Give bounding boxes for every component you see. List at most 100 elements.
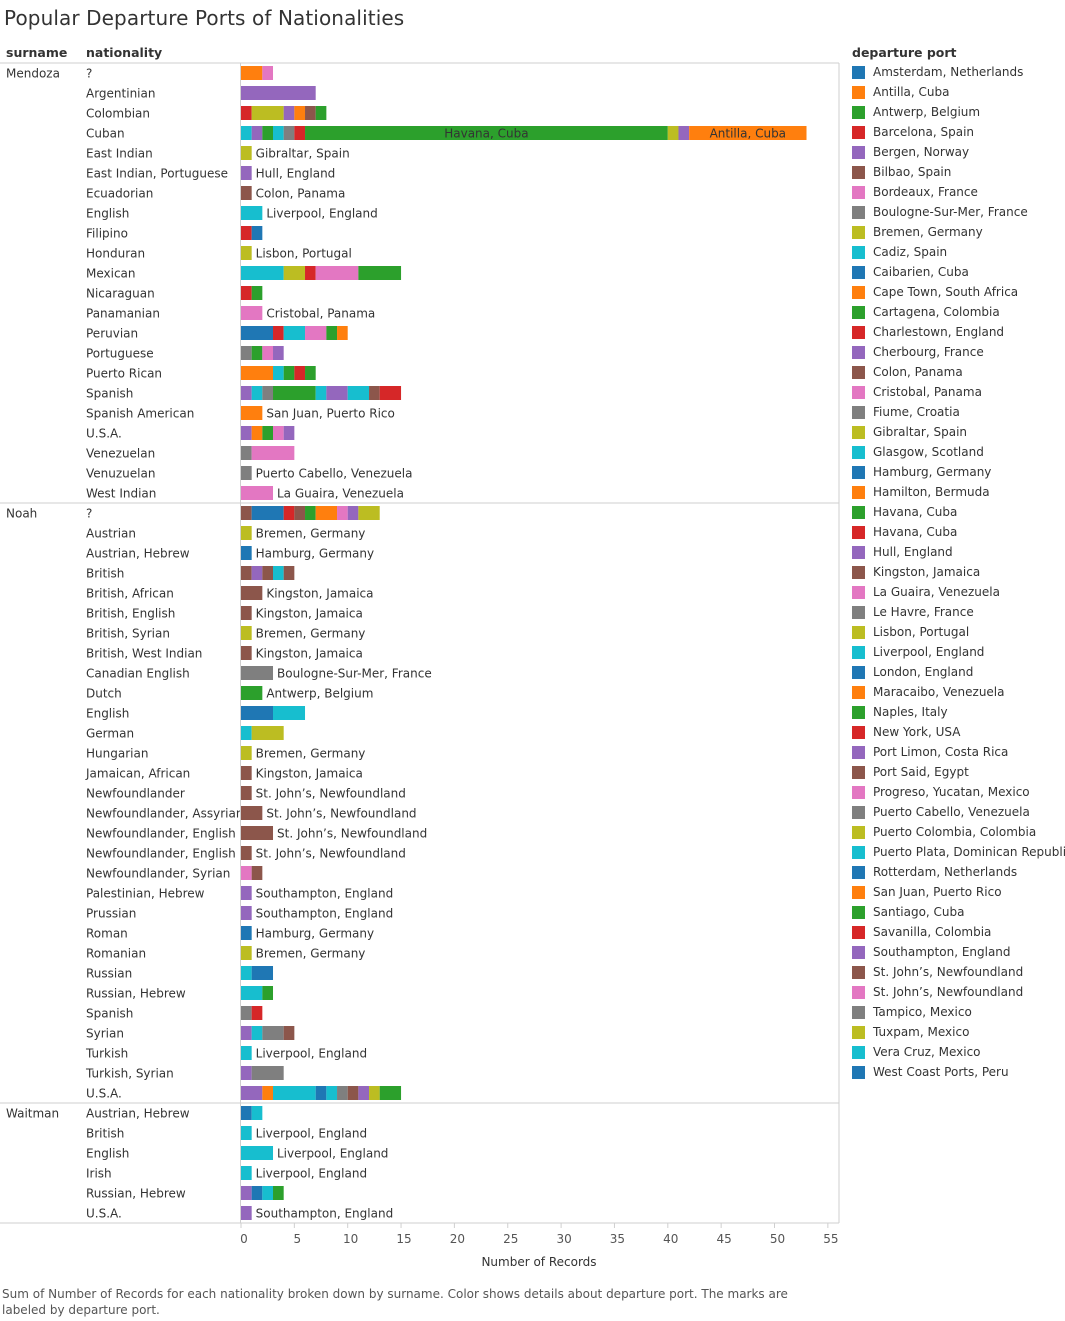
- nationality-header[interactable]: nationality: [86, 45, 163, 60]
- legend-item[interactable]: Progreso, Yucatan, Mexico: [852, 782, 1065, 802]
- legend-item[interactable]: Bremen, Germany: [852, 222, 1065, 242]
- legend-label: Antwerp, Belgium: [873, 105, 981, 119]
- legend-item[interactable]: Antwerp, Belgium: [852, 102, 1065, 122]
- nationality-label: Russian, Hebrew: [86, 987, 186, 1001]
- legend-item[interactable]: St. John’s, Newfoundland: [852, 982, 1065, 1002]
- legend-item[interactable]: Colon, Panama: [852, 362, 1065, 382]
- bar-segment: [294, 506, 306, 520]
- bar-segment: [241, 766, 252, 780]
- bar-label: Hull, England: [256, 167, 336, 181]
- legend-item[interactable]: Cristobal, Panama: [852, 382, 1065, 402]
- legend-item[interactable]: Havana, Cuba: [852, 522, 1065, 542]
- legend-item[interactable]: Cadiz, Spain: [852, 242, 1065, 262]
- legend-item[interactable]: Santiago, Cuba: [852, 902, 1065, 922]
- legend-item[interactable]: Vera Cruz, Mexico: [852, 1042, 1065, 1062]
- legend-item[interactable]: Antilla, Cuba: [852, 82, 1065, 102]
- legend-item[interactable]: Havana, Cuba: [852, 502, 1065, 522]
- legend-item[interactable]: Amsterdam, Netherlands: [852, 62, 1065, 82]
- bar-segment: [241, 1126, 252, 1140]
- bar-segment: [283, 106, 295, 120]
- legend-item[interactable]: Bergen, Norway: [852, 142, 1065, 162]
- legend-item[interactable]: Rotterdam, Netherlands: [852, 862, 1065, 882]
- legend-label: Antilla, Cuba: [873, 85, 950, 99]
- bar-segment: [241, 226, 252, 240]
- legend-swatch: [852, 505, 865, 519]
- legend-item[interactable]: Southampton, England: [852, 942, 1065, 962]
- legend-swatch: [852, 865, 865, 879]
- legend-item[interactable]: Caibarien, Cuba: [852, 262, 1065, 282]
- legend-label: San Juan, Puerto Rico: [873, 885, 1002, 899]
- legend-item[interactable]: Savanilla, Colombia: [852, 922, 1065, 942]
- bar-segment: [241, 86, 316, 100]
- legend-item[interactable]: Cherbourg, France: [852, 342, 1065, 362]
- legend-label: Hamilton, Bermuda: [873, 485, 990, 499]
- bar-segment: [337, 1086, 348, 1100]
- bar-label: Liverpool, England: [256, 1047, 367, 1061]
- legend-item[interactable]: Fiume, Croatia: [852, 402, 1065, 422]
- legend-item[interactable]: Charlestown, England: [852, 322, 1065, 342]
- legend-swatch: [852, 1065, 865, 1079]
- legend-item[interactable]: Barcelona, Spain: [852, 122, 1065, 142]
- legend-swatch: [852, 645, 865, 659]
- legend-item[interactable]: Puerto Colombia, Colombia: [852, 822, 1065, 842]
- bar-segment: [667, 126, 679, 140]
- legend-item[interactable]: St. John’s, Newfoundland: [852, 962, 1065, 982]
- legend-item[interactable]: Port Said, Egypt: [852, 762, 1065, 782]
- bar-label: Liverpool, England: [277, 1147, 388, 1161]
- bar-segment: [283, 326, 306, 340]
- legend-item[interactable]: West Coast Ports, Peru: [852, 1062, 1065, 1082]
- legend-label: Cadiz, Spain: [873, 245, 948, 259]
- legend-swatch: [852, 445, 865, 459]
- nationality-label: British, West Indian: [86, 647, 202, 661]
- nationality-label: Dutch: [86, 687, 122, 701]
- legend-item[interactable]: Port Limon, Costa Rica: [852, 742, 1065, 762]
- legend-item[interactable]: Lisbon, Portugal: [852, 622, 1065, 642]
- legend-label: Progreso, Yucatan, Mexico: [873, 785, 1030, 799]
- nationality-label: Spanish: [86, 1007, 133, 1021]
- legend-item[interactable]: Maracaibo, Venezuela: [852, 682, 1065, 702]
- bar-label: Cristobal, Panama: [266, 307, 375, 321]
- legend-item[interactable]: La Guaira, Venezuela: [852, 582, 1065, 602]
- legend-item[interactable]: Bordeaux, France: [852, 182, 1065, 202]
- bar-segment: [251, 226, 263, 240]
- bar-segment: [241, 866, 252, 880]
- legend-item[interactable]: Hull, England: [852, 542, 1065, 562]
- x-tick-label: 35: [610, 1232, 625, 1246]
- legend-item[interactable]: Hamburg, Germany: [852, 462, 1065, 482]
- bar-segment: [369, 1086, 380, 1100]
- legend-item[interactable]: Boulogne-Sur-Mer, France: [852, 202, 1065, 222]
- legend-item[interactable]: Liverpool, England: [852, 642, 1065, 662]
- bar-segment: [241, 1086, 263, 1100]
- legend-item[interactable]: Naples, Italy: [852, 702, 1065, 722]
- legend-item[interactable]: Le Havre, France: [852, 602, 1065, 622]
- legend-item[interactable]: Cape Town, South Africa: [852, 282, 1065, 302]
- legend-label: Tuxpam, Mexico: [873, 1025, 970, 1039]
- bar-segment: [262, 1026, 284, 1040]
- nationality-label: Canadian English: [86, 667, 190, 681]
- legend-item[interactable]: Tuxpam, Mexico: [852, 1022, 1065, 1042]
- surname-header[interactable]: surname: [6, 45, 68, 60]
- legend-item[interactable]: Gibraltar, Spain: [852, 422, 1065, 442]
- bar-label: Southampton, England: [256, 907, 394, 921]
- legend-item[interactable]: London, England: [852, 662, 1065, 682]
- legend-item[interactable]: Tampico, Mexico: [852, 1002, 1065, 1022]
- bar-label: Bremen, Germany: [256, 747, 366, 761]
- nationality-label: Newfoundlander: [86, 787, 185, 801]
- bar-segment: [315, 266, 359, 280]
- nationality-label: Romanian: [86, 947, 146, 961]
- bar-segment: [283, 366, 295, 380]
- bar-segment: [241, 906, 252, 920]
- bar-segment: [241, 146, 252, 160]
- legend-item[interactable]: San Juan, Puerto Rico: [852, 882, 1065, 902]
- legend-item[interactable]: Puerto Cabello, Venezuela: [852, 802, 1065, 822]
- legend-label: Savanilla, Colombia: [873, 925, 992, 939]
- legend-item[interactable]: Glasgow, Scotland: [852, 442, 1065, 462]
- legend-item[interactable]: Bilbao, Spain: [852, 162, 1065, 182]
- bar-segment: [241, 66, 263, 80]
- nationality-label: Venuzuelan: [86, 467, 155, 481]
- legend-item[interactable]: Hamilton, Bermuda: [852, 482, 1065, 502]
- legend-item[interactable]: Kingston, Jamaica: [852, 562, 1065, 582]
- legend-item[interactable]: New York, USA: [852, 722, 1065, 742]
- legend-item[interactable]: Cartagena, Colombia: [852, 302, 1065, 322]
- legend-item[interactable]: Puerto Plata, Dominican Republic: [852, 842, 1065, 862]
